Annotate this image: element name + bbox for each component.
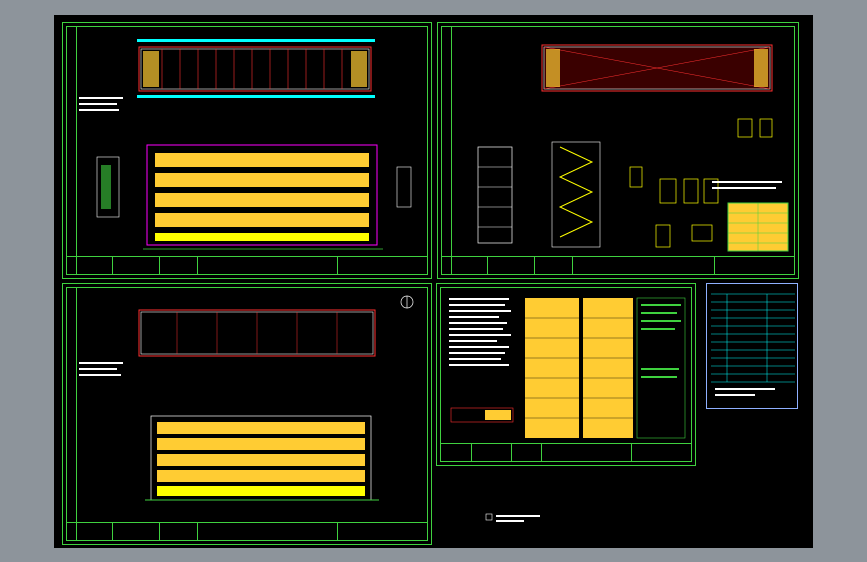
title-block-cell [572,257,573,274]
title-block-cell [487,257,488,274]
sheet-door-window-schedule[interactable] [706,283,798,409]
sheet-inner-border [440,287,692,462]
sheet-stair-detail[interactable] [437,22,799,279]
title-block-cell [534,257,535,274]
title-block [67,522,427,540]
title-block-cell [541,444,542,461]
title-block-cell [197,523,198,540]
sheet-ground-plan-elevation[interactable] [62,283,432,545]
title-block-cell [197,257,198,274]
ground-plan-drawing [79,295,414,501]
title-block-cell [631,444,632,461]
sheet-inner-border [441,26,795,275]
schedule-table-drawing [711,293,795,396]
sheet-design-notes[interactable] [436,283,696,466]
binding-strip [67,27,77,274]
title-block-cell [714,257,715,274]
title-block-cell [112,523,113,540]
binding-strip [442,27,452,274]
floor-plan-drawing [79,39,412,250]
sheet-inner-border [66,287,428,541]
cad-drawing-canvas[interactable] [54,15,813,548]
title-block-cell [471,444,472,461]
title-block [67,256,427,274]
title-block-cell [159,523,160,540]
title-block-cell [337,257,338,274]
title-block-cell [511,444,512,461]
title-block-cell [159,257,160,274]
binding-strip [67,288,77,540]
stair-detail-drawing [477,44,789,252]
sheet-floor-plan-elevation[interactable] [62,22,432,279]
title-block-cell [112,257,113,274]
design-notes-drawing [449,297,686,439]
title-block [442,256,794,274]
sheet-inner-border [66,26,428,275]
title-block [441,443,691,461]
title-block-cell [337,523,338,540]
